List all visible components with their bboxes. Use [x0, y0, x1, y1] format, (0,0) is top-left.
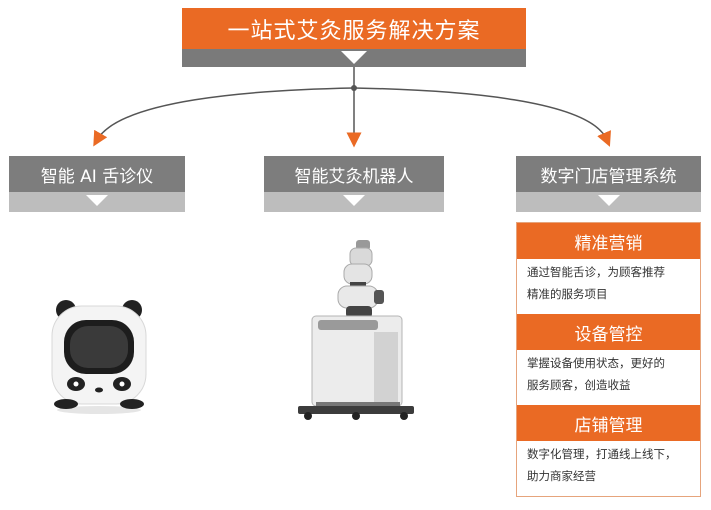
category-store-system: 数字门店管理系统 — [516, 156, 701, 192]
solution-title: 一站式艾灸服务解决方案 — [227, 18, 481, 44]
moxibustion-robot-arm-icon — [298, 240, 414, 420]
solution-title-banner: 一站式艾灸服务解决方案 — [182, 8, 526, 49]
category-arrow — [264, 192, 444, 212]
feature-heading-text: 设备管控 — [574, 324, 643, 345]
category-label: 数字门店管理系统 — [540, 166, 677, 187]
feature-line: 服务顾客，创造收益 — [527, 378, 631, 392]
feature-line: 通过智能舌诊，为顾客推荐 — [527, 265, 665, 279]
feature-line: 助力商家经营 — [527, 469, 596, 483]
category-tongue-diagnosis: 智能 AI 舌诊仪 — [9, 156, 185, 192]
feature-heading-text: 精准营销 — [574, 233, 643, 254]
store-system-feature-panel: 精准营销 通过智能舌诊，为顾客推荐 精准的服务项目 设备管控 掌握设备使用状态，… — [516, 222, 701, 497]
feature-description: 数字化管理，打通线上线下， 助力商家经营 — [527, 443, 695, 487]
feature-description: 通过智能舌诊，为顾客推荐 精准的服务项目 — [527, 261, 695, 305]
feature-line: 精准的服务项目 — [527, 287, 608, 301]
title-down-arrow — [182, 49, 526, 67]
feature-line: 数字化管理，打通线上线下， — [527, 447, 677, 461]
feature-heading-store-management: 店铺管理 — [517, 405, 700, 441]
category-label: 智能艾灸机器人 — [294, 166, 414, 187]
feature-heading-text: 店铺管理 — [574, 415, 643, 436]
panda-tongue-diagnosis-device-icon — [51, 300, 147, 414]
category-label: 智能 AI 舌诊仪 — [40, 166, 154, 187]
connector-lines — [93, 67, 611, 148]
feature-heading-device-control: 设备管控 — [517, 314, 700, 350]
connector-left — [93, 87, 355, 147]
category-arrow — [516, 192, 701, 212]
feature-line: 掌握设备使用状态，更好的 — [527, 356, 665, 370]
feature-description: 掌握设备使用状态，更好的 服务顾客，创造收益 — [527, 352, 695, 396]
feature-heading-precision-marketing: 精准营销 — [517, 223, 700, 259]
category-moxibustion-robot: 智能艾灸机器人 — [264, 156, 444, 192]
connector-right — [353, 87, 611, 147]
category-arrow — [9, 192, 185, 212]
